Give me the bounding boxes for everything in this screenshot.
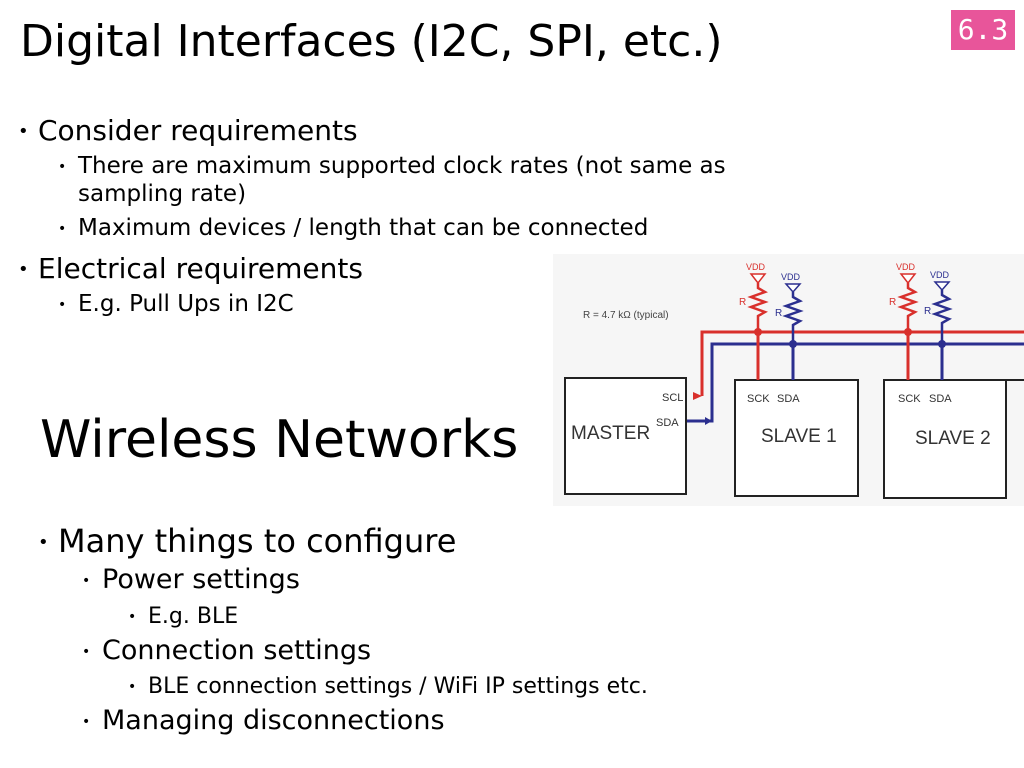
sub-bullet-clock-rates: •There are maximum supported clock rates… (58, 153, 726, 179)
resistor-label: R (775, 308, 782, 319)
sda-bus-line (686, 342, 1024, 423)
slide-title: Digital Interfaces (I2C, SPI, etc.) (20, 16, 723, 67)
sub-bullet-power-settings: •Power settings (82, 564, 300, 595)
vdd-label: VDD (930, 270, 950, 280)
bullet-many-things: •Many things to configure (38, 522, 457, 560)
scl-bus-line (700, 330, 1024, 396)
master-sda-label: SDA (656, 417, 679, 429)
wireless-heading: Wireless Networks (40, 410, 519, 470)
sda-arrow-icon (705, 417, 712, 425)
vdd-label: VDD (896, 262, 916, 272)
resistor-zigzag-icon (897, 283, 919, 332)
resistor-zigzag-icon (747, 283, 769, 332)
sub-bullet-clock-rates-cont: sampling rate) (78, 181, 247, 207)
vdd-triangle-icon (784, 283, 802, 294)
bullet-dot-icon: • (58, 158, 67, 175)
slave2-sda-label: SDA (929, 393, 952, 405)
slave2-box (883, 379, 1007, 499)
slave1-box (734, 379, 859, 497)
junction-dot (938, 340, 946, 348)
master-label: MASTER (571, 423, 650, 444)
sub-sub-bullet-ble: •E.g. BLE (128, 604, 239, 629)
resistor-zigzag-icon (931, 290, 953, 344)
vdd-label: VDD (781, 272, 801, 282)
scl-pullup-2: VDD R (889, 262, 919, 336)
slave1-label: SLAVE 1 (761, 426, 837, 447)
sda-pullup-2: VDD R (924, 270, 953, 348)
vdd-triangle-icon (933, 281, 951, 292)
section-badge: 6.3 (951, 10, 1015, 50)
master-scl-label: SCL (662, 392, 683, 404)
bullet-dot-icon: • (128, 609, 137, 625)
master-box (564, 377, 687, 495)
bullet-dot-icon: • (18, 259, 29, 280)
bullet-consider-requirements: •Consider requirements (18, 114, 358, 147)
bullet-dot-icon: • (82, 713, 91, 730)
junction-dot (789, 340, 797, 348)
resistor-label: R (889, 297, 896, 308)
bullet-dot-icon: • (38, 532, 49, 553)
sub-bullet-connection-settings: •Connection settings (82, 635, 372, 666)
sub-sub-bullet-connection-details: •BLE connection settings / WiFi IP setti… (128, 674, 648, 699)
slave1-sda-label: SDA (777, 393, 800, 405)
resistor-label: R (739, 297, 746, 308)
bullet-dot-icon: • (58, 220, 67, 237)
slave1-sck-label: SCK (747, 393, 770, 405)
sub-bullet-managing-disconnections: •Managing disconnections (82, 705, 445, 736)
vdd-triangle-icon (899, 273, 917, 285)
resistor-zigzag-icon (782, 292, 804, 344)
sda-pullup-1: VDD R (775, 272, 804, 348)
scl-arrow-icon (693, 392, 702, 400)
bullet-dot-icon: • (82, 643, 91, 660)
bullet-dot-icon: • (18, 121, 29, 142)
bullet-dot-icon: • (128, 679, 137, 695)
junction-dot (754, 328, 762, 336)
slave2-sck-label: SCK (898, 393, 921, 405)
bullet-dot-icon: • (58, 296, 67, 313)
resistor-label: R (924, 306, 931, 317)
sub-bullet-max-devices: •Maximum devices / length that can be co… (58, 215, 649, 241)
i2c-pullup-diagram: R = 4.7 kΩ (typical) MASTER SCL SDA SCK … (553, 254, 1024, 506)
slave2-label: SLAVE 2 (915, 428, 991, 449)
scl-pullup-1: VDD R (739, 262, 769, 336)
bullet-dot-icon: • (82, 572, 91, 589)
vdd-label: VDD (746, 262, 766, 272)
resistor-note: R = 4.7 kΩ (typical) (583, 310, 669, 321)
vdd-triangle-icon (749, 273, 767, 285)
sub-bullet-pull-ups: •E.g. Pull Ups in I2C (58, 291, 294, 317)
junction-dot (904, 328, 912, 336)
bullet-electrical-requirements: •Electrical requirements (18, 252, 363, 285)
